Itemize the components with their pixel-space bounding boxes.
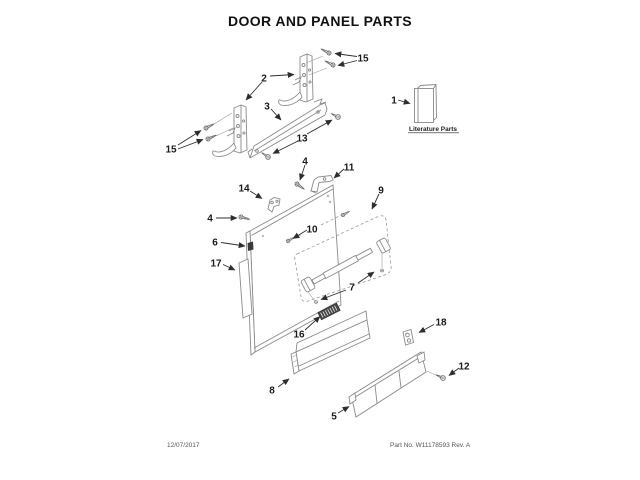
handle-end-cap-left (300, 276, 316, 293)
screw-15-right-a (319, 46, 333, 57)
callout-4-left: 4 (207, 214, 213, 225)
callout-15-right: 15 (357, 54, 369, 65)
page-title: DOOR AND PANEL PARTS (227, 13, 413, 29)
callout-4-top: 4 (302, 157, 308, 168)
bolt-13-left (260, 150, 272, 161)
callout-9: 9 (378, 186, 384, 197)
callout-3: 3 (264, 102, 270, 113)
footer-date: 12/07/2017 (167, 442, 200, 449)
part-16-vent-plate (317, 302, 341, 321)
handle-end-cap-right (376, 237, 391, 254)
callout-2: 2 (261, 74, 267, 85)
callout-5: 5 (331, 412, 337, 423)
callout-18: 18 (435, 318, 447, 329)
part-8-bottom-inner-panel (290, 310, 371, 375)
screw-15-right-b (323, 58, 337, 69)
part-1-literature-book-icon (414, 84, 437, 123)
callout-10: 10 (306, 225, 318, 236)
screw-4-top (293, 180, 306, 192)
callout-1: 1 (391, 96, 397, 107)
callout-13: 13 (296, 134, 308, 145)
callout-12: 12 (458, 362, 470, 373)
callout-14: 14 (238, 184, 250, 195)
screws-15-group (202, 46, 337, 143)
part-17-side-trim-panel (238, 258, 253, 319)
footer-part-number: Part No. W11178593 Rev. A (390, 442, 471, 449)
bolt-12 (435, 372, 447, 382)
literature-caption: Literature Parts (409, 126, 457, 133)
callout-17: 17 (210, 259, 222, 270)
part-3-cross-brace (247, 98, 328, 159)
part-2-hinge-bracket-left (212, 104, 248, 157)
callout-7: 7 (349, 283, 355, 294)
screw-4-left (238, 214, 251, 222)
part-14-clip (267, 197, 281, 213)
screw-15-left-a (202, 121, 216, 132)
callout-arrows (177, 51, 460, 414)
part-5-kick-panel (348, 351, 441, 418)
screw-15-left-b (204, 133, 218, 143)
part-2-hinge-bracket-right (278, 53, 314, 106)
part-6-serial-label (247, 241, 254, 251)
screw-10-b (340, 209, 351, 218)
part-handle-assembly (300, 237, 391, 304)
callout-16: 16 (293, 330, 305, 341)
pin-7-right (380, 268, 384, 273)
part-18-clip (402, 328, 415, 346)
callout-6: 6 (212, 238, 218, 249)
callout-15-left: 15 (165, 145, 177, 156)
bolt-13-right (330, 111, 342, 121)
part-11-bracket (310, 175, 334, 194)
callout-8: 8 (269, 386, 275, 397)
pin-7-left (314, 300, 318, 304)
part-9-handle-outline (294, 215, 392, 302)
callout-11: 11 (344, 163, 355, 174)
